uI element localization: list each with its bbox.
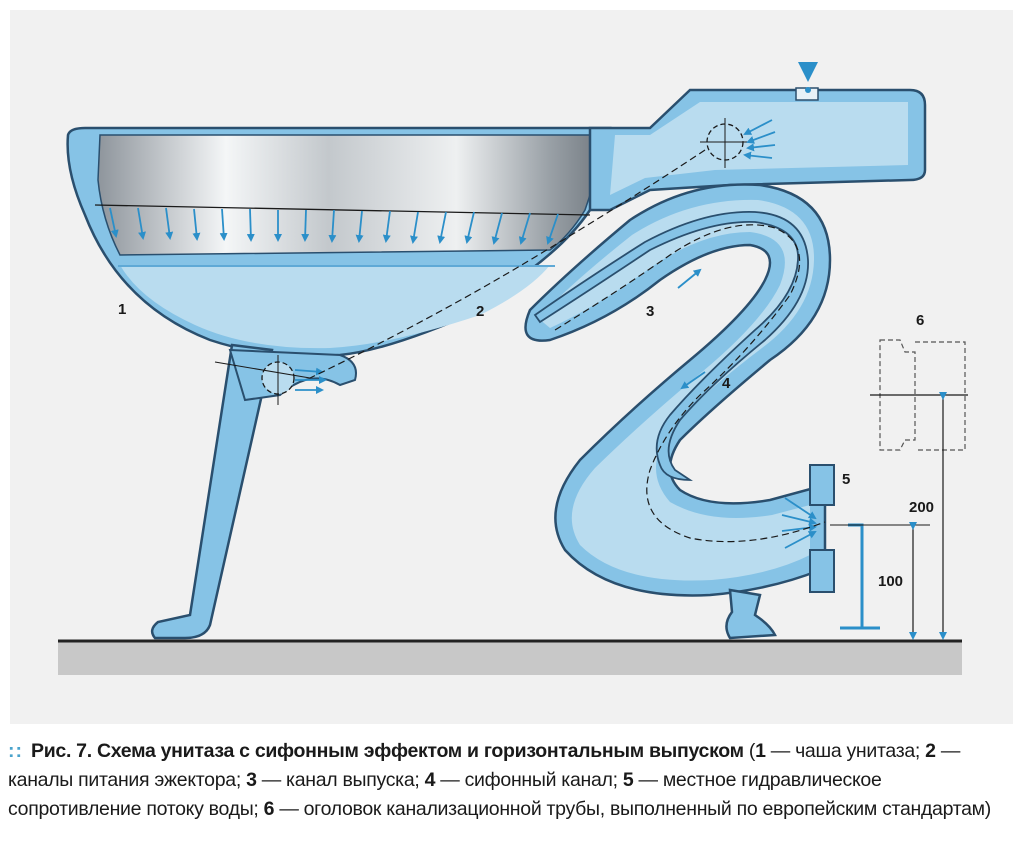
- bowl-inner: [97, 134, 612, 256]
- figure-panel: 1 2 3 4 5 6 100 200: [10, 10, 1013, 724]
- rim-line: [94, 204, 591, 216]
- front-foot: [150, 343, 274, 640]
- ejector-path-upper: [309, 149, 706, 379]
- dimension-100: 100: [878, 573, 903, 590]
- caption-num-1: 1: [755, 740, 766, 762]
- inlet-water: [610, 102, 908, 195]
- label-outlet-channel: 3: [646, 303, 654, 320]
- caption-num-4: 4: [424, 769, 436, 791]
- rear-foot: [725, 588, 777, 640]
- rim-flush-arrows: [109, 207, 559, 245]
- caption-num-2: 2: [925, 740, 936, 762]
- label-ejector-channels: 2: [476, 303, 484, 320]
- label-local-resistance: 5: [842, 471, 850, 488]
- outlet-lower-lip: [809, 549, 835, 593]
- caption-num-5: 5: [622, 769, 634, 791]
- caption-num-3: 3: [246, 769, 257, 791]
- siphon-water: [538, 199, 815, 581]
- bowl-water: [120, 265, 550, 349]
- floor-surface: [58, 641, 962, 675]
- outlet-upper-lip: [809, 464, 835, 506]
- figure-caption: ::Рис. 7. Схема унитаза с сифонным эффек…: [8, 737, 1016, 824]
- siphon-inner-slot: [533, 211, 809, 481]
- caption-text-1: — чаша унитаза;: [765, 740, 926, 762]
- caption-text-3: — канал выпуска;: [256, 769, 425, 791]
- lower-inflow-arrows: [294, 367, 327, 394]
- siphon-flow-arrow: [680, 371, 706, 390]
- caption-num-6: 6: [263, 798, 275, 820]
- caption-text-2: — каналы питания эжектора;: [8, 740, 961, 791]
- water-supply-icon: [798, 62, 818, 82]
- caption-text-6: — оголовок канализационной трубы, выполн…: [274, 798, 991, 820]
- siphon-centerline: [554, 224, 826, 543]
- caption-text-4: — сифонный канал;: [435, 769, 623, 791]
- outlet-pipe-stub: [848, 523, 876, 630]
- caption-marker-icon: ::: [8, 740, 23, 762]
- pipe-head-drawing: [870, 339, 968, 451]
- label-siphon-channel: 4: [722, 375, 731, 392]
- caption-text-5: — местное гидравли­ческое сопротивление …: [8, 769, 882, 820]
- label-bowl: 1: [118, 301, 126, 318]
- toilet-siphon-diagram: 1 2 3 4 5 6 100 200: [58, 62, 968, 675]
- outlet-flow-arrow: [677, 268, 702, 289]
- label-pipe-head: 6: [916, 312, 924, 329]
- top-inflow-arrows: [743, 119, 776, 160]
- dimension-200: 200: [909, 499, 934, 516]
- caption-title: Рис. 7. Схема унитаза с сифонным эффекто…: [31, 740, 744, 762]
- caption-open-paren: (: [743, 740, 756, 762]
